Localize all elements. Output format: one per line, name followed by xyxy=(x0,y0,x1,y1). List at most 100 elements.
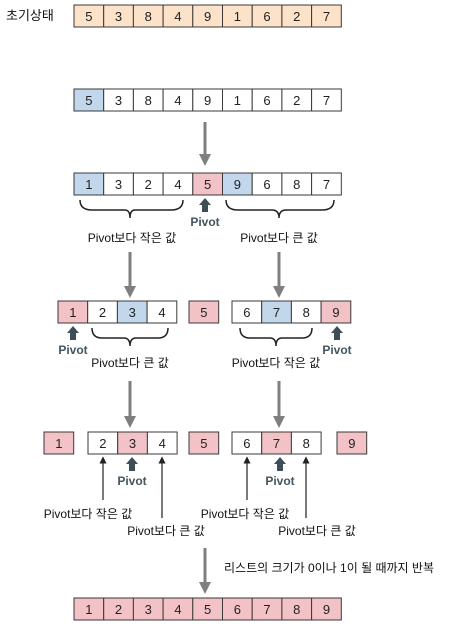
pivot-arrow-step3-left xyxy=(67,326,79,340)
cell-value: 3 xyxy=(115,93,122,108)
cell-box xyxy=(146,300,178,324)
cell-value: 7 xyxy=(323,93,330,108)
cell-value: 6 xyxy=(263,9,270,24)
cell-box xyxy=(311,88,342,112)
cell-value: 5 xyxy=(200,305,207,320)
right-label-step4-right: Pivot보다 큰 값 xyxy=(278,524,356,538)
pivot-arrow-step3-right xyxy=(331,326,343,340)
cell-value: 3 xyxy=(129,436,136,451)
right-label-step4-left: Pivot보다 큰 값 xyxy=(127,524,205,538)
cell-box xyxy=(311,172,342,196)
cell-value: 4 xyxy=(174,93,181,108)
pivot-arrow-step4-left xyxy=(126,457,138,471)
pivot-label-step2: Pivot xyxy=(190,215,219,229)
row-initial: 5 3 8 4 9 1 6 2 7 xyxy=(73,4,342,28)
row-step4-d: 6 7 8 xyxy=(231,431,322,455)
row-step3-left: 1 2 3 4 xyxy=(57,300,178,324)
cell-value: 2 xyxy=(99,436,106,451)
pivot-label-step4-right: Pivot xyxy=(265,474,294,488)
cell-value: 1 xyxy=(234,93,241,108)
brace-right-step3 xyxy=(239,327,313,347)
cell-value: 3 xyxy=(115,9,122,24)
cell-box xyxy=(43,431,75,455)
cell-value: 5 xyxy=(85,9,92,24)
row-step3-mid: 5 xyxy=(188,300,220,324)
cell-value: 4 xyxy=(174,177,181,192)
cell-value: 7 xyxy=(263,602,270,617)
initial-state-label: 초기상태 xyxy=(6,8,54,23)
cell-value: 2 xyxy=(293,93,300,108)
cell-value: 4 xyxy=(174,9,181,24)
cell-value: 4 xyxy=(158,305,165,320)
pivot-label-step4-left: Pivot xyxy=(117,474,146,488)
cell-box xyxy=(311,597,342,621)
cell-value: 5 xyxy=(200,436,207,451)
row-step1: 5 3 8 4 9 1 6 2 7 xyxy=(73,88,342,112)
cell-value: 5 xyxy=(204,602,211,617)
cell-value: 3 xyxy=(145,602,152,617)
cell-value: 4 xyxy=(159,436,166,451)
cell-value: 1 xyxy=(69,305,76,320)
cell-value: 9 xyxy=(323,602,330,617)
cell-box xyxy=(290,431,322,455)
row-step4-b: 2 3 4 xyxy=(87,431,178,455)
cell-value: 8 xyxy=(293,602,300,617)
cell-value: 9 xyxy=(204,9,211,24)
cell-value: 8 xyxy=(145,9,152,24)
cell-value: 3 xyxy=(115,177,122,192)
left-label-step3: Pivot보다 작은 값 xyxy=(232,356,321,370)
cell-value: 2 xyxy=(115,602,122,617)
cell-value: 7 xyxy=(323,9,330,24)
cell-value: 6 xyxy=(234,602,241,617)
cell-box xyxy=(188,431,220,455)
cell-value: 8 xyxy=(293,177,300,192)
cell-value: 3 xyxy=(129,305,136,320)
cell-value: 8 xyxy=(303,436,310,451)
cell-box xyxy=(336,431,368,455)
cell-value: 6 xyxy=(263,93,270,108)
cell-value: 9 xyxy=(204,93,211,108)
cell-value: 6 xyxy=(263,177,270,192)
repeat-label: 리스트의 크기가 0이나 1이 될 때까지 반복 xyxy=(224,561,434,575)
cell-value: 5 xyxy=(85,93,92,108)
cell-value: 7 xyxy=(273,305,280,320)
pivot-arrow-step2 xyxy=(199,198,211,212)
pivot-arrow-step4-right xyxy=(274,457,286,471)
right-label-step3: Pivot보다 큰 값 xyxy=(91,356,169,370)
brace-left-step3 xyxy=(91,327,169,347)
right-label-step2: Pivot보다 큰 값 xyxy=(240,231,318,245)
cell-value: 2 xyxy=(145,177,152,192)
cell-value: 7 xyxy=(273,436,280,451)
pivot-label-step3-right: Pivot xyxy=(322,343,351,357)
cell-value: 9 xyxy=(234,177,241,192)
cell-value: 7 xyxy=(323,177,330,192)
row-step4-e: 9 xyxy=(336,431,368,455)
cell-box xyxy=(320,300,352,324)
left-label-step4-right: Pivot보다 작은 값 xyxy=(201,507,290,521)
cell-value: 1 xyxy=(234,9,241,24)
brace-right-step2 xyxy=(225,199,335,219)
cell-value: 8 xyxy=(145,93,152,108)
pivot-label-step3-left: Pivot xyxy=(58,343,87,357)
cell-value: 1 xyxy=(85,177,92,192)
left-label-step4-left: Pivot보다 작은 값 xyxy=(44,507,133,521)
cell-value: 1 xyxy=(55,436,62,451)
cell-box xyxy=(146,431,178,455)
cell-value: 1 xyxy=(85,602,92,617)
cell-value: 9 xyxy=(332,305,339,320)
left-label-step2: Pivot보다 작은 값 xyxy=(88,231,177,245)
cell-value: 6 xyxy=(243,436,250,451)
cell-value: 2 xyxy=(99,305,106,320)
cell-box xyxy=(188,300,220,324)
brace-left-step2 xyxy=(79,199,184,219)
cell-value: 4 xyxy=(174,602,181,617)
cell-box xyxy=(311,4,342,28)
cell-value: 2 xyxy=(293,9,300,24)
row-step4-c: 5 xyxy=(188,431,220,455)
cell-value: 9 xyxy=(348,436,355,451)
cell-value: 8 xyxy=(303,305,310,320)
row-final: 1 2 3 4 5 6 7 8 9 xyxy=(73,597,342,621)
